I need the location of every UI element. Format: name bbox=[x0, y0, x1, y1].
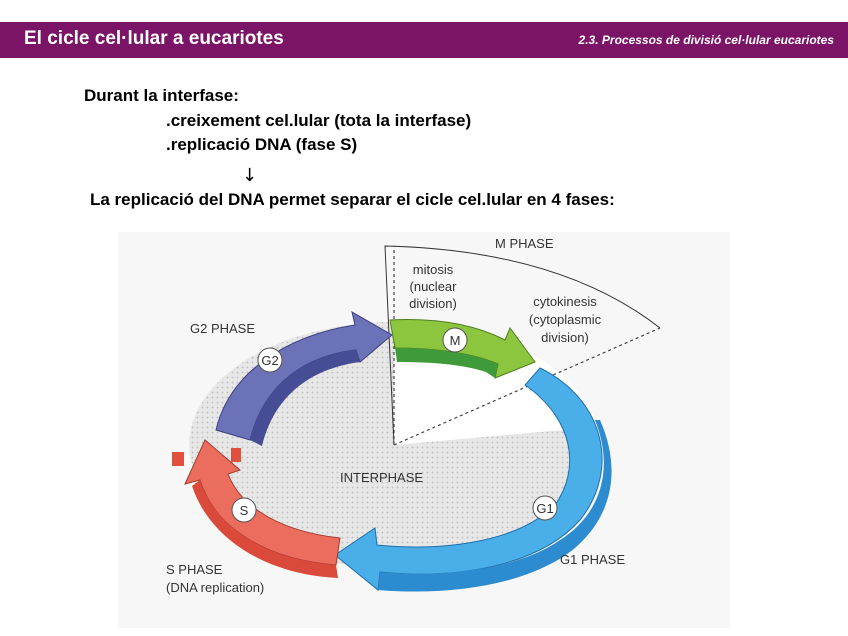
header-title: El cicle cel·lular a eucariotes bbox=[24, 28, 284, 49]
s-phase-label-2: (DNA replication) bbox=[166, 580, 264, 595]
s-badge-label: S bbox=[240, 503, 249, 518]
m-badge bbox=[442, 327, 468, 353]
growth-line: .creixement cel.lular (tota la interfase… bbox=[166, 111, 472, 130]
m-arrow-shadow bbox=[395, 348, 498, 378]
m-badge-label: M bbox=[450, 333, 461, 348]
s-phase-label-1: S PHASE bbox=[166, 562, 223, 577]
mitosis-label-3: division) bbox=[409, 296, 457, 311]
s-badge bbox=[231, 497, 257, 523]
m-phase-sector-outline bbox=[384, 245, 661, 446]
s-arrow-tail-left bbox=[172, 452, 184, 466]
mitosis-label-2: (nuclear bbox=[410, 279, 458, 294]
g1-badge bbox=[532, 495, 558, 521]
g1-badge-label: G1 bbox=[536, 501, 553, 516]
intro-line: Durant la interfase: bbox=[84, 86, 239, 105]
cytokinesis-label-3: division) bbox=[541, 330, 589, 345]
phases-line: La replicació del DNA permet separar el … bbox=[90, 190, 615, 209]
interphase-label: INTERPHASE bbox=[340, 470, 423, 485]
g2-arrow-shadow bbox=[250, 350, 360, 446]
cytokinesis-label-1: cytokinesis bbox=[533, 294, 597, 309]
replication-line: .replicació DNA (fase S) bbox=[166, 135, 358, 154]
down-arrow-icon: ↓ bbox=[242, 165, 258, 186]
mitosis-label-1: mitosis bbox=[413, 262, 454, 277]
s-arrow bbox=[184, 439, 341, 566]
cytokinesis-label-2: (cytoplasmic bbox=[529, 312, 602, 327]
g2-badge bbox=[257, 347, 283, 373]
g2-phase-label: G2 PHASE bbox=[190, 321, 255, 336]
header-subtitle: 2.3. Processos de divisió cel·lular euca… bbox=[578, 33, 834, 47]
g1-arrow-shadow bbox=[378, 420, 612, 592]
g1-phase-label: G1 PHASE bbox=[560, 552, 625, 567]
g2-badge-label: G2 bbox=[261, 353, 278, 368]
s-arrow-tail-right bbox=[231, 448, 241, 462]
s-arrow-shadow bbox=[192, 480, 338, 578]
header-bar: El cicle cel·lular a eucariotes 2.3. Pro… bbox=[0, 22, 848, 58]
m-phase-label: M PHASE bbox=[495, 236, 554, 251]
